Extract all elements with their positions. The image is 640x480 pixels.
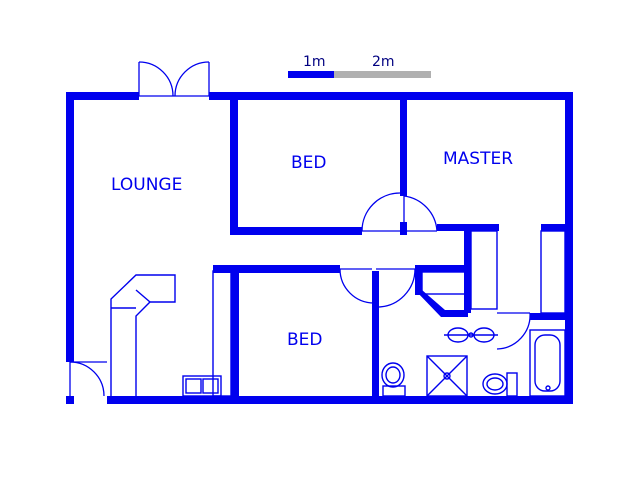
interior-walls — [213, 96, 570, 400]
entrance-door — [69, 361, 107, 400]
door-bed-top — [361, 192, 401, 232]
kitchen-sink — [182, 375, 222, 397]
room-label-master: MASTER — [443, 149, 513, 169]
doors — [69, 61, 531, 400]
room-labels: LOUNGE BED MASTER BED — [111, 149, 513, 350]
bathroom-fixtures — [182, 327, 566, 397]
door-ensuite — [496, 312, 531, 350]
room-label-bed-top: BED — [291, 153, 327, 173]
toilet-ensuite — [482, 372, 518, 397]
door-master — [403, 195, 438, 232]
toilet-bathroom — [381, 362, 406, 397]
room-label-bed-bottom: BED — [287, 330, 323, 350]
scale-bar-second-meter — [334, 71, 431, 78]
double-basin — [444, 327, 498, 343]
scale-label-1m: 1m — [303, 54, 326, 70]
bath — [529, 329, 566, 397]
room-label-lounge: LOUNGE — [111, 175, 182, 195]
door-bathroom — [376, 268, 416, 308]
door-bed-bottom — [339, 268, 375, 304]
shower — [426, 355, 468, 397]
scale-bar: 1m 2m — [288, 54, 431, 78]
fixtures-outline — [110, 230, 566, 397]
scale-label-2m: 2m — [372, 54, 395, 70]
double-door-top — [138, 61, 210, 97]
scale-bar-first-meter — [288, 71, 334, 78]
